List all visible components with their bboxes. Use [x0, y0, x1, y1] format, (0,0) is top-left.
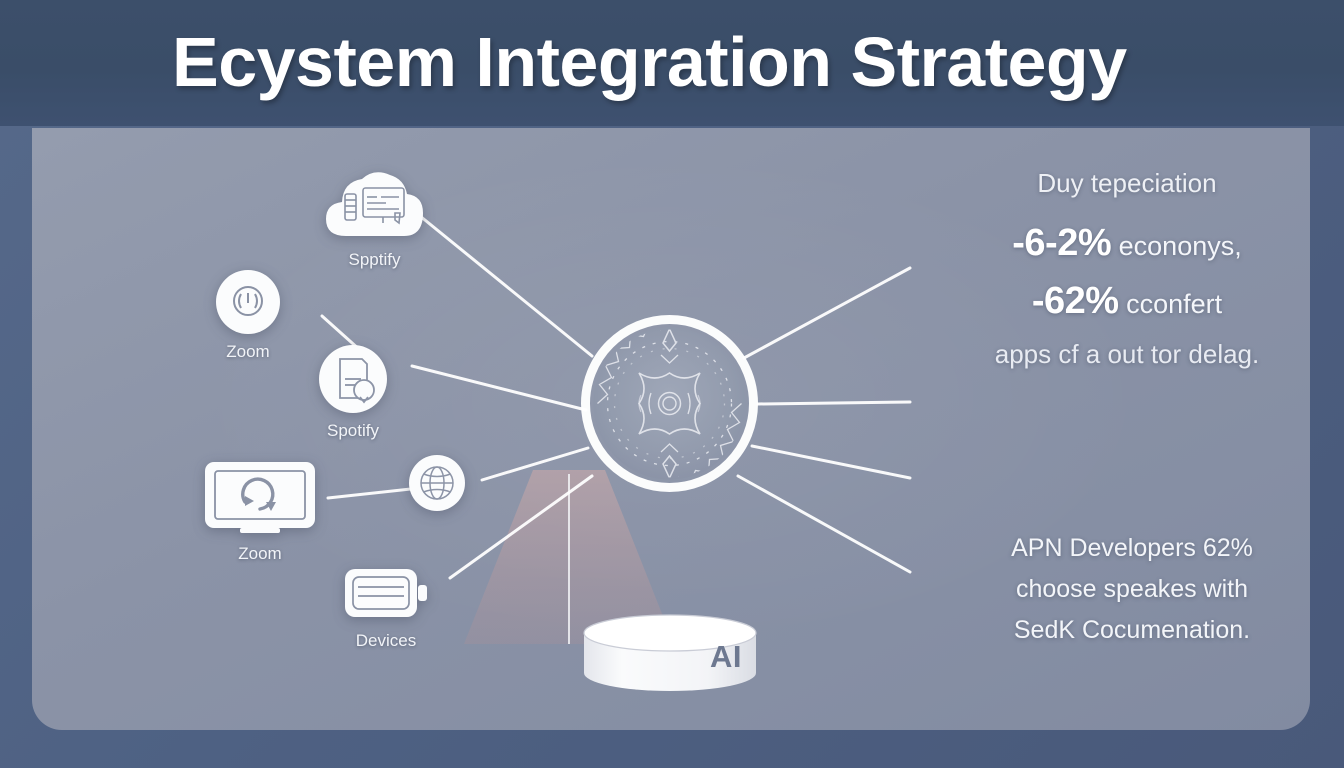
- node-devices[interactable]: Devices: [342, 563, 430, 651]
- node-globe[interactable]: [407, 453, 467, 519]
- node-spptify-cloud[interactable]: Spptify: [322, 166, 427, 270]
- cylinder-platform-icon: [583, 614, 757, 691]
- node-label: Zoom: [238, 544, 282, 563]
- ai-platform[interactable]: AI: [580, 611, 760, 701]
- stat-two-value: -62%: [1031, 279, 1119, 322]
- spotlight-cone: [464, 470, 674, 644]
- node-label: Spptify: [348, 250, 401, 269]
- callout-bottom-line-1: APN Developers 62%: [1011, 534, 1253, 562]
- node-spotify-doc[interactable]: Spotify: [317, 343, 389, 441]
- diagram-stage: AI Spptify: [32, 128, 1310, 730]
- callout-bottom-line-3: SedK Cocumenation.: [1013, 615, 1251, 644]
- callout-stat-one: -6-2% econonys,: [962, 215, 1292, 273]
- stat-one-text: econonys,: [1118, 231, 1242, 261]
- device-card-icon: [345, 569, 427, 617]
- callout-heading: Duy tepeciation: [1037, 168, 1217, 198]
- node-label: Devices: [355, 631, 417, 650]
- callout-bottom-line-2: choose speakes with: [1015, 574, 1249, 603]
- node-zoom-power[interactable]: Zoom: [214, 268, 282, 362]
- node-zoom-monitor[interactable]: Zoom: [202, 458, 318, 564]
- callout-bottom: APN Developers 62% choose speakes with S…: [962, 528, 1302, 650]
- stat-two-text: cconfert: [1126, 288, 1223, 319]
- stat-one-value: -6-2%: [1012, 222, 1112, 264]
- platform-label: AI: [710, 639, 742, 674]
- callout-stat-two: -62% cconfert: [962, 273, 1292, 331]
- monitor-sync-icon: [205, 462, 315, 533]
- globe-icon: [409, 455, 465, 511]
- radial-starburst-icon: [595, 329, 744, 478]
- callout-top: Duy tepeciation -6-2% econonys, -62% cco…: [962, 168, 1292, 374]
- node-label: Spotify: [327, 421, 379, 440]
- node-label: Zoom: [226, 342, 270, 361]
- document-icon: [319, 345, 387, 413]
- diagram-card: AI Spptify: [32, 128, 1310, 730]
- cloud-server-icon: [326, 172, 423, 236]
- callout-tail: apps cf a out tor delag.: [994, 338, 1260, 369]
- power-button-icon: [216, 270, 280, 334]
- page-title: Ecystem Integration Strategy: [172, 23, 1127, 102]
- central-hub[interactable]: [577, 311, 762, 496]
- page-header: Ecystem Integration Strategy: [0, 0, 1344, 126]
